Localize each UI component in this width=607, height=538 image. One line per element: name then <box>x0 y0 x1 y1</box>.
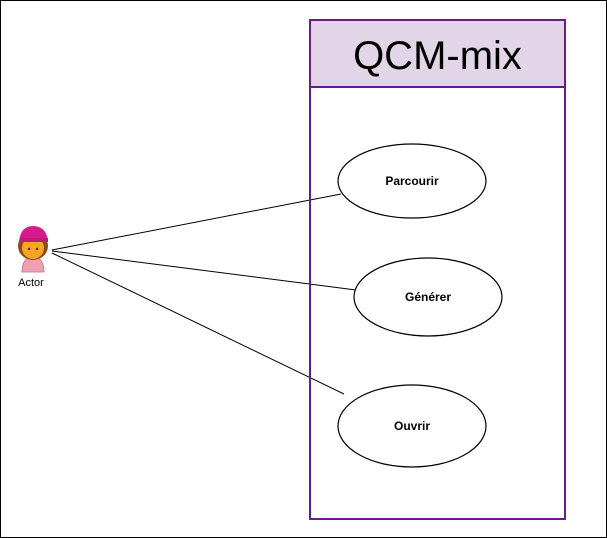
association-ouvrir <box>51 252 345 395</box>
system-boundary: QCM-mix <box>309 19 566 520</box>
system-body <box>309 86 566 520</box>
actor-label: Actor <box>18 277 44 289</box>
use-case-parcourir[interactable]: Parcourir <box>337 143 487 219</box>
use-case-label: Ouvrir <box>394 419 430 433</box>
association-generer <box>51 250 357 291</box>
use-case-label: Générer <box>405 290 451 304</box>
use-case-label: Parcourir <box>385 174 439 188</box>
system-header <box>309 19 566 88</box>
system-title: QCM-mix <box>353 34 522 78</box>
actor[interactable]: Actor <box>18 226 48 289</box>
person-icon <box>18 226 48 273</box>
use-case-generer[interactable]: Générer <box>353 257 503 337</box>
association-parcourir <box>51 193 342 251</box>
use-case-ouvrir[interactable]: Ouvrir <box>337 384 487 468</box>
